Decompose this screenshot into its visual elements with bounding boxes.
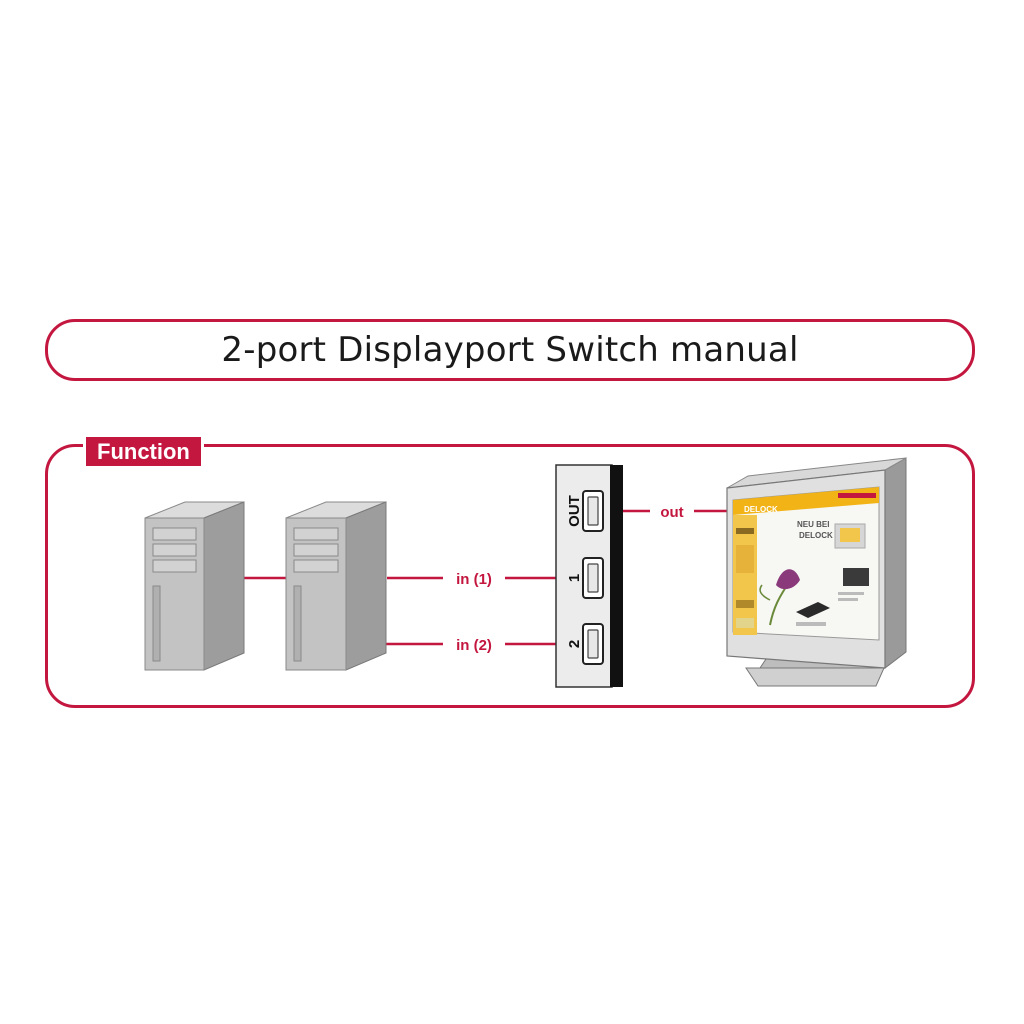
- port-2-label: 2: [566, 640, 583, 648]
- page-title: 2-port Displayport Switch manual: [221, 330, 799, 370]
- function-panel: [45, 444, 975, 708]
- port-1-connector: [582, 557, 604, 599]
- port-out-label: OUT: [566, 495, 583, 527]
- monitor-screen: DELOCK NEU BEI DELOCK: [732, 486, 880, 641]
- port-out-connector: [582, 490, 604, 532]
- function-tab-label: Function: [83, 434, 204, 469]
- out-label: out: [660, 504, 683, 521]
- pc-tower-1: [144, 501, 245, 671]
- port-2-connector: [582, 623, 604, 665]
- in2-label: in (2): [456, 637, 492, 654]
- screen-headline-2: DELOCK: [799, 531, 833, 540]
- screen-headline-1: NEU BEI: [797, 520, 829, 529]
- title-box: 2-port Displayport Switch manual: [45, 319, 975, 381]
- displayport-switch: OUT 1 2: [555, 464, 623, 688]
- monitor: DELOCK NEU BEI DELOCK: [726, 457, 907, 687]
- pc-tower-2: [285, 501, 387, 671]
- screen-brand: DELOCK: [744, 505, 778, 514]
- port-1-label: 1: [566, 574, 583, 582]
- in1-label: in (1): [456, 571, 492, 588]
